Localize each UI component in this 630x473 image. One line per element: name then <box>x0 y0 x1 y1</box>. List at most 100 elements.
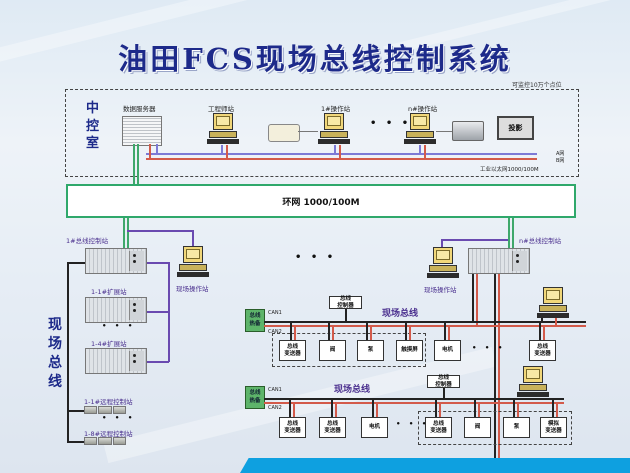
control-room-box <box>65 89 579 177</box>
bus-station-n-label: n#总线控制站 <box>519 237 562 245</box>
diagram-title: 油田FCS现场总线控制系统 <box>118 42 512 76</box>
engineer-station-label: 工程师站 <box>208 105 234 113</box>
left-ring-link <box>127 218 129 248</box>
bus2-drop <box>376 402 378 417</box>
bus2-ellipsis: • • • <box>396 420 430 428</box>
bus2-device-group <box>418 411 572 445</box>
remote-station-8-link <box>67 441 84 443</box>
bus1-can2-line <box>264 325 586 327</box>
expansion-1-label: 1-1#扩展站 <box>91 288 127 296</box>
bus1-drop <box>290 321 292 340</box>
bus2-drop <box>513 398 515 417</box>
remote-station-8-icon <box>84 437 126 445</box>
bus1-drop <box>370 325 372 340</box>
bus2-drop <box>293 402 295 417</box>
right-field-operator-computer-icon <box>427 247 459 279</box>
operator-ellipsis: • • • <box>370 118 412 129</box>
left-field-operator-label: 现场操作站 <box>176 285 209 293</box>
station-n-can2-drop <box>476 274 478 326</box>
station-n-bus2-can2 <box>498 274 500 473</box>
network-a-label: A网 <box>556 151 565 157</box>
bus2-drop <box>372 398 374 417</box>
remote-ellipsis: • • • <box>102 414 136 422</box>
projector-cable <box>436 131 452 132</box>
decorative-blue-band <box>330 458 630 473</box>
expansion-4-link <box>147 361 169 363</box>
bus2-can2-line <box>264 402 564 404</box>
remote-station-8-label: 1-8#远程控制站 <box>84 430 133 438</box>
field-bus-vertical-label: 现场总线 <box>48 317 62 390</box>
bus2-drop <box>517 402 519 417</box>
bus1-device-valve: 阀 <box>319 340 346 361</box>
remote-station-1-label: 1-1#远程控制站 <box>84 398 133 406</box>
ring-network-label: 环网 1000/100M <box>282 197 360 208</box>
ring-network: 环网 1000/100M <box>66 184 576 218</box>
right-field-operator-label: 现场操作站 <box>424 286 457 294</box>
industrial-ethernet-label: 工业以太网1000/100M <box>480 167 539 173</box>
bus2-hot-standby-hub: 总线热备 <box>245 386 265 409</box>
bus2-drop <box>474 398 476 417</box>
operator-station-n-label: n#操作站 <box>408 105 438 113</box>
bus2-can1-line <box>264 398 564 400</box>
station-n-can1-drop <box>472 274 474 322</box>
station-n-bus2-can1 <box>494 274 496 473</box>
eng-drop-b <box>226 145 228 159</box>
bus1-device-transmitter: 总线变送器 <box>279 340 306 361</box>
printer-icon <box>268 124 300 142</box>
server-drop-a <box>156 144 158 154</box>
expansion-4-label: 1-4#扩展站 <box>91 340 127 348</box>
bus2-device-motor: 电机 <box>361 417 388 438</box>
bus1-right-transmitter: 总线变送器 <box>529 340 556 361</box>
bus1-controller-link <box>345 309 347 321</box>
bus2-controller-link <box>443 388 445 398</box>
expansion-ellipsis: • • • <box>102 322 136 330</box>
bus1-label: 现场总线 <box>382 309 419 319</box>
bus2-label: 现场总线 <box>334 385 371 395</box>
network-a-line <box>146 153 537 155</box>
expansion-link <box>147 262 169 264</box>
right-operator-link <box>441 239 508 241</box>
bus2-group-transmitter: 总线变送器 <box>425 417 452 438</box>
projection-screen: 投影 <box>497 116 534 140</box>
bus1-device-pump: 泵 <box>357 340 384 361</box>
bus1-drop <box>405 321 407 340</box>
network-b-label: B网 <box>556 158 565 164</box>
right-ring-link <box>508 218 510 248</box>
operator-station-n-computer-icon <box>404 113 436 145</box>
op1-drop-a <box>334 145 336 154</box>
remote-station-1-icon <box>84 406 126 414</box>
bus1-right-computer-icon <box>537 287 569 319</box>
right-operator-link <box>441 239 443 248</box>
server-drop-b <box>149 144 151 159</box>
printer-cable <box>298 131 318 132</box>
server-ring-link <box>137 144 139 185</box>
bus2-group-valve: 阀 <box>464 417 491 438</box>
expansion-1-rack-icon <box>85 297 147 323</box>
bus2-can2-label: CAN2 <box>268 405 282 411</box>
bus2-drop <box>478 402 480 417</box>
bus1-drop <box>543 325 545 340</box>
bus1-drop <box>444 321 446 340</box>
operator-station-1-computer-icon <box>318 113 350 145</box>
left-field-operator-computer-icon <box>177 246 209 278</box>
bus2-drop <box>289 398 291 417</box>
bus2-drop <box>552 398 554 417</box>
bus2-drop <box>331 398 333 417</box>
bus1-drop <box>539 321 541 340</box>
bus1-device-group <box>272 333 426 367</box>
bus1-can1-line <box>264 321 586 323</box>
projector-icon <box>452 121 484 141</box>
bus2-controller: 总线控制器 <box>427 375 460 388</box>
data-server-label: 数据服务器 <box>123 105 156 113</box>
control-room-label: 中控室 <box>86 101 100 152</box>
capacity-note: 可监控10万个点位 <box>512 82 562 89</box>
left-ring-link <box>123 218 125 248</box>
left-operator-link <box>127 230 193 232</box>
expansion-1-link <box>147 311 169 313</box>
bus2-device-transmitter: 总线变送器 <box>319 417 346 438</box>
network-b-line <box>146 158 537 160</box>
bus2-drop <box>439 402 441 417</box>
bus1-drop <box>294 325 296 340</box>
remote-bus-top <box>67 262 85 264</box>
opn-drop-a <box>419 145 421 154</box>
